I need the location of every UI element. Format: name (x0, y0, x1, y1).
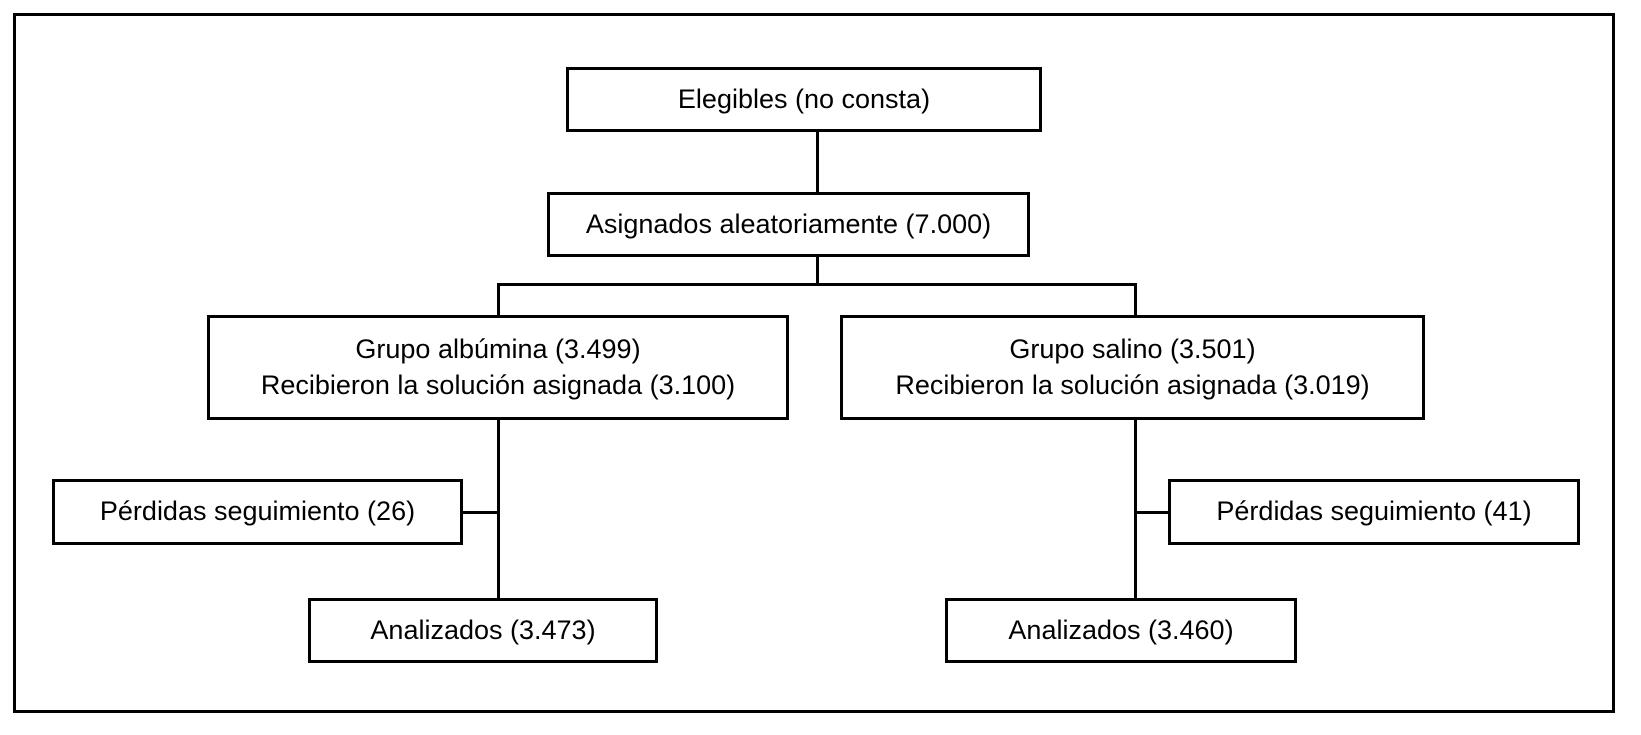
node-group-albumin: Grupo albúmina (3.499) Recibieron la sol… (207, 315, 789, 420)
node-lost-saline: Pérdidas seguimiento (41) (1168, 479, 1580, 545)
connector-trunk-albumin (497, 418, 500, 600)
node-analyzed-saline: Analizados (3.460) (945, 598, 1297, 663)
node-randomized: Asignados aleatoriamente (7.000) (547, 192, 1030, 257)
figure-border (13, 13, 1615, 713)
node-analyzed-albumin-label: Analizados (3.473) (370, 614, 596, 645)
node-group-albumin-line2: Recibieron la solución asignada (3.100) (260, 369, 736, 400)
node-analyzed-saline-label: Analizados (3.460) (1008, 614, 1234, 645)
connector-eligible-to-randomized (816, 132, 819, 192)
connector-drop-albumin (497, 283, 500, 317)
connector-randomized-stub (816, 255, 819, 286)
node-lost-saline-label: Pérdidas seguimiento (41) (1216, 496, 1532, 527)
node-group-saline-line2: Recibieron la solución asignada (3.019) (895, 369, 1370, 400)
node-analyzed-albumin: Analizados (3.473) (308, 598, 658, 663)
node-group-saline: Grupo salino (3.501) Recibieron la soluc… (840, 315, 1425, 420)
connector-lost-albumin (461, 511, 499, 514)
node-eligible-label: Elegibles (no consta) (677, 83, 931, 114)
node-group-albumin-line1: Grupo albúmina (3.499) (355, 333, 641, 364)
connector-lost-saline (1135, 511, 1170, 514)
node-group-saline-line1: Grupo salino (3.501) (1009, 333, 1256, 364)
connector-split-horizontal (497, 283, 1137, 286)
node-eligible: Elegibles (no consta) (566, 67, 1042, 132)
node-lost-albumin-label: Pérdidas seguimiento (26) (99, 496, 416, 527)
connector-trunk-saline (1134, 418, 1137, 600)
node-lost-albumin: Pérdidas seguimiento (26) (52, 479, 463, 545)
node-randomized-label: Asignados aleatoriamente (7.000) (585, 208, 992, 239)
connector-drop-saline (1134, 283, 1137, 317)
